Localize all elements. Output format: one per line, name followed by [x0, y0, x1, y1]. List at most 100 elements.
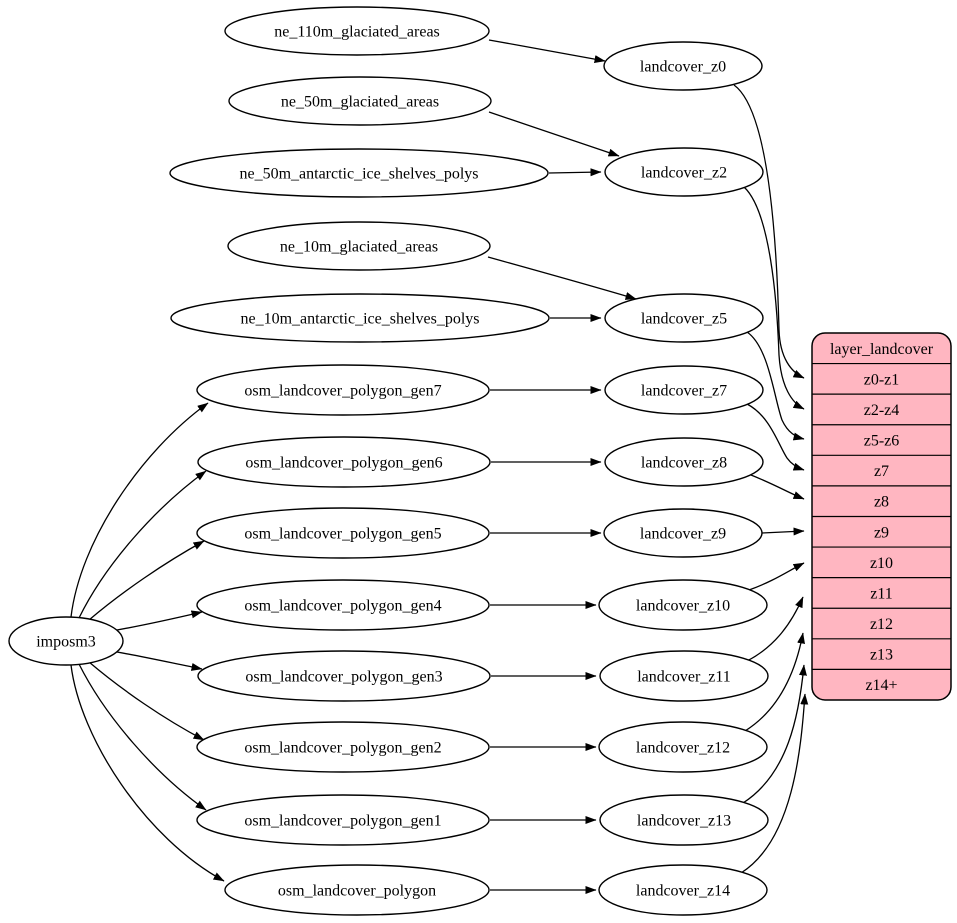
node-label-osm_landcover_polygon_gen1: osm_landcover_polygon_gen1: [244, 813, 441, 830]
node-ellipse-osm_landcover_polygon_gen3: [197, 650, 491, 702]
node-ellipse-ne_10m_antarctic_ice_shelves_polys: [170, 293, 550, 343]
edge-ne_50m_antarctic_ice_shelves_polys--landcover_z2: [548, 168, 602, 177]
edge-imposm3--osm_landcover_polygon: [70, 664, 225, 882]
node-label-landcover_z5: landcover_z5: [641, 311, 727, 328]
node-label-ne_50m_glaciated_areas: ne_50m_glaciated_areas: [281, 94, 439, 111]
node-ellipse-osm_landcover_polygon_gen1: [196, 794, 490, 846]
edge-landcover_z9--row-z9: [761, 527, 805, 536]
node-imposm3: imposm3: [8, 616, 124, 666]
node-label-ne_110m_glaciated_areas: ne_110m_glaciated_areas: [274, 24, 440, 41]
node-label-landcover_z14: landcover_z14: [636, 883, 730, 900]
edge-imposm3--osm_landcover_polygon_gen5: [88, 540, 205, 621]
nodes-layer: imposm3 ne_110m_glaciated_areas landcover_…: [8, 6, 769, 916]
node-landcover_z9: landcover_z9: [603, 508, 763, 558]
node-label-landcover_z12: landcover_z12: [636, 740, 730, 757]
node-label-landcover_z9: landcover_z9: [640, 526, 726, 543]
node-label-landcover_z8: landcover_z8: [641, 455, 727, 472]
node-ellipse-landcover_z2: [604, 147, 764, 197]
node-osm_landcover_polygon_gen6: osm_landcover_polygon_gen6: [197, 436, 491, 488]
node-ellipse-landcover_z10: [598, 579, 768, 631]
edge-landcover_z7--row-z7: [746, 403, 805, 471]
node-landcover_z13: landcover_z13: [599, 794, 769, 846]
node-ellipse-landcover_z0: [603, 41, 763, 91]
node-ne_110m_glaciated_areas: ne_110m_glaciated_areas: [224, 6, 490, 56]
node-landcover_z0: landcover_z0: [603, 41, 763, 91]
node-label-landcover_z13: landcover_z13: [637, 813, 731, 830]
node-ne_10m_glaciated_areas: ne_10m_glaciated_areas: [227, 221, 491, 271]
edge-landcover_z13--row-z13: [742, 664, 807, 804]
node-ellipse-landcover_z13: [599, 794, 769, 846]
record-row-z2-z4: z2-z4: [864, 402, 900, 419]
edge-landcover_z14--row-z14+: [740, 693, 809, 874]
node-ellipse-ne_10m_glaciated_areas: [227, 221, 491, 271]
record-row-z8: z8: [874, 494, 889, 511]
node-ellipse-landcover_z12: [598, 721, 768, 773]
record-row-z10: z10: [870, 555, 893, 572]
node-label-osm_landcover_polygon_gen2: osm_landcover_polygon_gen2: [244, 740, 441, 757]
node-label-ne_10m_glaciated_areas: ne_10m_glaciated_areas: [280, 239, 438, 256]
node-ellipse-ne_110m_glaciated_areas: [224, 6, 490, 56]
record-row-z5-z6: z5-z6: [864, 433, 900, 450]
record-row-z0-z1: z0-z1: [864, 371, 900, 388]
node-osm_landcover_polygon_gen3: osm_landcover_polygon_gen3: [197, 650, 491, 702]
node-ellipse-landcover_z14: [598, 864, 768, 916]
record-title: layer_landcover: [830, 341, 934, 358]
node-osm_landcover_polygon_gen7: osm_landcover_polygon_gen7: [196, 364, 490, 416]
node-ellipse-ne_50m_glaciated_areas: [228, 76, 492, 126]
node-label-osm_landcover_polygon_gen3: osm_landcover_polygon_gen3: [245, 669, 442, 686]
node-label-landcover_z10: landcover_z10: [636, 598, 730, 615]
record-row-z14+: z14+: [865, 677, 897, 694]
node-ellipse-landcover_z9: [603, 508, 763, 558]
node-ellipse-imposm3: [8, 616, 124, 666]
node-landcover_z12: landcover_z12: [598, 721, 768, 773]
record-row-z9: z9: [874, 524, 889, 541]
edge-imposm3--osm_landcover_polygon_gen2: [88, 661, 205, 741]
node-label-osm_landcover_polygon: osm_landcover_polygon: [278, 883, 436, 900]
edge-ne_110m_glaciated_areas--landcover_z0: [488, 39, 606, 63]
node-osm_landcover_polygon_gen4: osm_landcover_polygon_gen4: [196, 579, 490, 631]
node-label-landcover_z0: landcover_z0: [640, 59, 726, 76]
edge-landcover_z2--row-z2-z4: [743, 186, 805, 410]
node-ellipse-osm_landcover_polygon_gen7: [196, 364, 490, 416]
node-osm_landcover_polygon: osm_landcover_polygon: [224, 864, 490, 916]
edge-landcover_z0--row-z0-z1: [733, 84, 805, 379]
node-ellipse-osm_landcover_polygon_gen4: [196, 579, 490, 631]
node-landcover_z14: landcover_z14: [598, 864, 768, 916]
edges-layer: [70, 39, 809, 894]
node-ne_50m_antarctic_ice_shelves_polys: ne_50m_antarctic_ice_shelves_polys: [169, 148, 549, 198]
node-ne_10m_antarctic_ice_shelves_polys: ne_10m_antarctic_ice_shelves_polys: [170, 293, 550, 343]
node-ellipse-osm_landcover_polygon_gen6: [197, 436, 491, 488]
node-ellipse-osm_landcover_polygon_gen5: [196, 507, 490, 559]
node-label-landcover_z2: landcover_z2: [641, 165, 727, 182]
node-landcover_z2: landcover_z2: [604, 147, 764, 197]
edge-landcover_z11--row-z11: [746, 596, 804, 662]
record-layer: layer_landcoverz0-z1z2-z4z5-z6z7z8z9z10z…: [811, 332, 952, 701]
node-ellipse-landcover_z7: [604, 365, 764, 415]
node-osm_landcover_polygon_gen5: osm_landcover_polygon_gen5: [196, 507, 490, 559]
node-landcover_z10: landcover_z10: [598, 579, 768, 631]
node-label-ne_50m_antarctic_ice_shelves_polys: ne_50m_antarctic_ice_shelves_polys: [239, 166, 478, 183]
node-landcover_z8: landcover_z8: [604, 437, 764, 487]
edge-imposm3--osm_landcover_polygon_gen4: [116, 610, 203, 631]
node-label-osm_landcover_polygon_gen7: osm_landcover_polygon_gen7: [244, 383, 441, 400]
edge-landcover_z5--row-z5-z6: [746, 331, 805, 441]
edge-landcover_z12--row-z12: [744, 632, 805, 732]
edge-ne_50m_glaciated_areas--landcover_z2: [488, 111, 620, 157]
edge-ne_10m_glaciated_areas--landcover_z5: [487, 256, 637, 300]
edge-imposm3--osm_landcover_polygon_gen6: [78, 470, 207, 619]
edge-imposm3--osm_landcover_polygon_gen1: [78, 663, 207, 811]
node-landcover_z5: landcover_z5: [604, 293, 764, 343]
node-landcover_z11: landcover_z11: [599, 650, 769, 702]
edge-imposm3--osm_landcover_polygon_gen7: [70, 402, 209, 618]
node-label-osm_landcover_polygon_gen5: osm_landcover_polygon_gen5: [244, 526, 441, 543]
record-row-z13: z13: [870, 647, 893, 664]
record-row-z12: z12: [870, 616, 893, 633]
node-ellipse-landcover_z11: [599, 650, 769, 702]
node-ellipse-osm_landcover_polygon_gen2: [196, 721, 490, 773]
node-osm_landcover_polygon_gen1: osm_landcover_polygon_gen1: [196, 794, 490, 846]
node-ne_50m_glaciated_areas: ne_50m_glaciated_areas: [228, 76, 492, 126]
node-ellipse-landcover_z5: [604, 293, 764, 343]
edge-landcover_z8--row-z8: [750, 474, 805, 500]
